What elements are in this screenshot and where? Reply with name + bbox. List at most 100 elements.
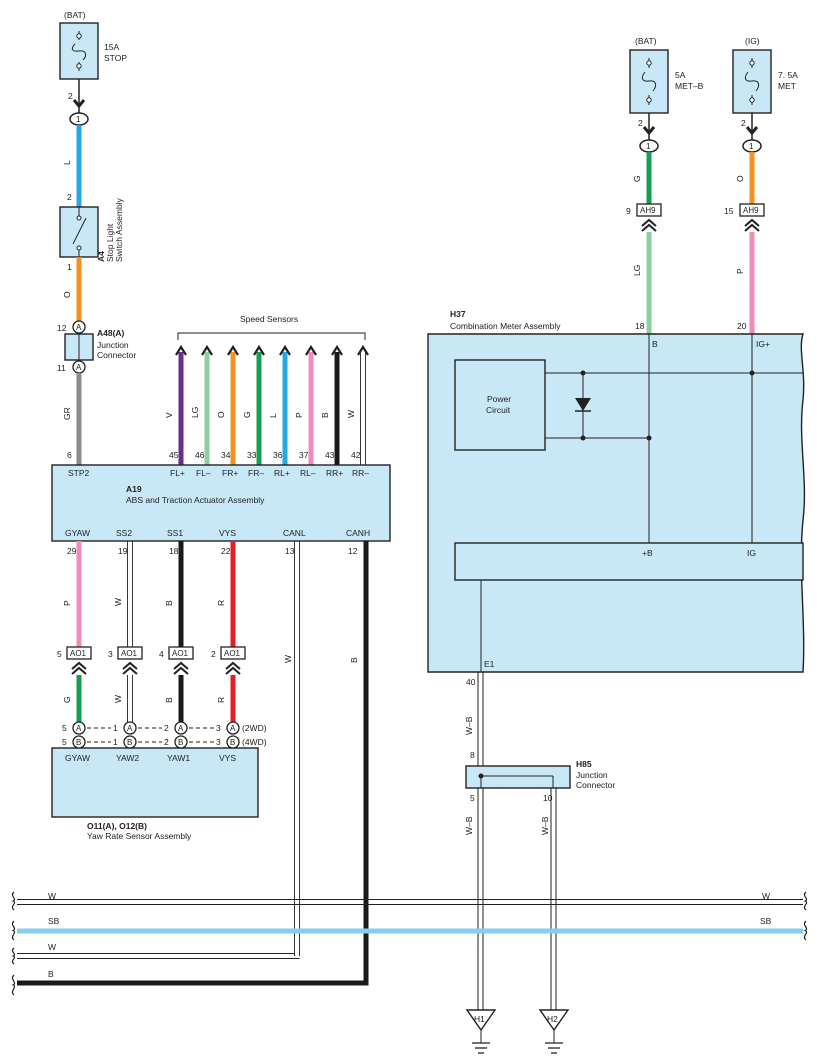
wire-label: B bbox=[164, 600, 174, 606]
yaw-connector-letter: B bbox=[230, 738, 235, 747]
abs-pin-bottom: 18 bbox=[169, 546, 179, 556]
yaw-connector-b bbox=[226, 735, 240, 749]
yaw-connector-letter: A bbox=[127, 724, 133, 733]
abs-terminal-bottom: CANH bbox=[346, 528, 370, 538]
abs-pin-top: 45 bbox=[169, 450, 179, 460]
sensor-arrow-icon bbox=[227, 344, 239, 356]
ao1-label: AO1 bbox=[121, 649, 138, 658]
yaw-connector-a bbox=[72, 721, 86, 735]
switch-icon bbox=[72, 217, 87, 245]
speed-sensors-label: Speed Sensors bbox=[240, 314, 298, 324]
svg-text:Connector: Connector bbox=[97, 350, 136, 360]
abs-pin-bottom: 19 bbox=[118, 546, 128, 556]
svg-text:Connector: Connector bbox=[576, 780, 615, 790]
svg-text:LG: LG bbox=[632, 265, 642, 276]
yaw-terminal: VYS bbox=[219, 753, 236, 763]
sensor-arrow-icon bbox=[331, 344, 343, 356]
ao1-pin: 4 bbox=[159, 649, 164, 659]
yaw-pin: 5 bbox=[62, 723, 67, 733]
sensor-wire-label: B bbox=[320, 412, 330, 418]
wire-label-l: L bbox=[62, 160, 72, 165]
abs-terminal-top: FL+ bbox=[170, 468, 185, 478]
svg-text:W–B: W–B bbox=[464, 716, 474, 735]
sensor-arrow-icon bbox=[201, 344, 213, 356]
switch-name-2: Switch Assembly bbox=[114, 197, 124, 262]
svg-text:5A: 5A bbox=[675, 70, 686, 80]
svg-text:(BAT): (BAT) bbox=[635, 36, 657, 46]
yaw-variant-note: (2WD) bbox=[242, 723, 267, 733]
svg-text:A: A bbox=[76, 363, 82, 372]
yaw-pin: 1 bbox=[113, 723, 118, 733]
stop-fuse: (BAT) 15A STOP 2 bbox=[59, 10, 127, 101]
svg-text:Power: Power bbox=[487, 394, 511, 404]
yaw-connector-a bbox=[123, 721, 137, 735]
abs-terminal-bottom: VYS bbox=[219, 528, 236, 538]
connector-arrow-icon bbox=[745, 126, 759, 136]
wire-label: W bbox=[113, 695, 123, 703]
yaw-variant-note: (4WD) bbox=[242, 737, 267, 747]
abs-pin-bottom: 29 bbox=[67, 546, 77, 556]
sensor-wire-label: V bbox=[164, 412, 174, 418]
ao1-label: AO1 bbox=[224, 649, 241, 658]
ground-icon bbox=[538, 1009, 570, 1032]
break-mark bbox=[11, 947, 16, 965]
met-fuse: (IG) 7. 5A MET 2 bbox=[732, 36, 798, 128]
abs-terminal-bottom: SS2 bbox=[116, 528, 132, 538]
abs-terminal-top: FR+ bbox=[222, 468, 238, 478]
ao1-connector bbox=[220, 646, 246, 660]
junction-a48-id: A48(A) bbox=[97, 328, 125, 338]
stop-fuse-amp: 15A bbox=[104, 42, 119, 52]
diode-icon bbox=[575, 398, 591, 411]
abs-terminal-bottom: SS1 bbox=[167, 528, 183, 538]
yaw-terminal: GYAW bbox=[65, 753, 90, 763]
abs-pin-top: 6 bbox=[67, 450, 72, 460]
yaw-ids: O11(A), O12(B) bbox=[87, 821, 147, 831]
break-mark bbox=[11, 920, 16, 941]
ao1-connector bbox=[168, 646, 194, 660]
ao1-pin: 3 bbox=[108, 649, 113, 659]
svg-text:12: 12 bbox=[57, 323, 67, 333]
connector-arrow-icon bbox=[642, 126, 656, 136]
svg-text:1: 1 bbox=[749, 142, 754, 151]
svg-text:15: 15 bbox=[724, 206, 734, 216]
svg-text:Junction: Junction bbox=[576, 770, 608, 780]
ao1-pin: 5 bbox=[57, 649, 62, 659]
speed-sensors-bracket bbox=[177, 332, 366, 340]
abs-terminal-top: FL– bbox=[196, 468, 211, 478]
sensor-wire-label: L bbox=[268, 413, 278, 418]
break-mark bbox=[11, 891, 16, 911]
svg-text:O: O bbox=[735, 175, 745, 182]
svg-text:MET: MET bbox=[778, 81, 796, 91]
svg-text:8: 8 bbox=[470, 750, 475, 760]
svg-text:W–B: W–B bbox=[464, 816, 474, 835]
svg-text:MET–B: MET–B bbox=[675, 81, 704, 91]
svg-text:(IG): (IG) bbox=[745, 36, 760, 46]
canh-wire bbox=[17, 541, 369, 986]
sensor-wire-label: O bbox=[216, 411, 226, 418]
yaw-connector-b bbox=[72, 735, 86, 749]
abs-terminal-top: STP2 bbox=[68, 468, 90, 478]
abs-pin-top: 34 bbox=[221, 450, 231, 460]
yaw-pin: 3 bbox=[216, 737, 221, 747]
yaw-pin: 1 bbox=[113, 737, 118, 747]
connector-arrow-icon bbox=[641, 218, 657, 232]
abs-pin-top: 46 bbox=[195, 450, 205, 460]
bus-label: W bbox=[762, 891, 770, 901]
connector-arrow-icon bbox=[71, 661, 87, 675]
abs-name: ABS and Traction Actuator Assembly bbox=[126, 495, 265, 505]
abs-terminal-bottom: CANL bbox=[283, 528, 306, 538]
connector-arrow-icon bbox=[744, 218, 760, 232]
abs-actuator: A19 ABS and Traction Actuator Assembly S… bbox=[51, 450, 391, 556]
svg-text:B: B bbox=[652, 339, 658, 349]
abs-pin-top: 36 bbox=[273, 450, 283, 460]
switch-name-1: Stop Light bbox=[105, 223, 115, 262]
yaw-terminal: YAW2 bbox=[116, 753, 139, 763]
break-mark bbox=[803, 920, 808, 941]
